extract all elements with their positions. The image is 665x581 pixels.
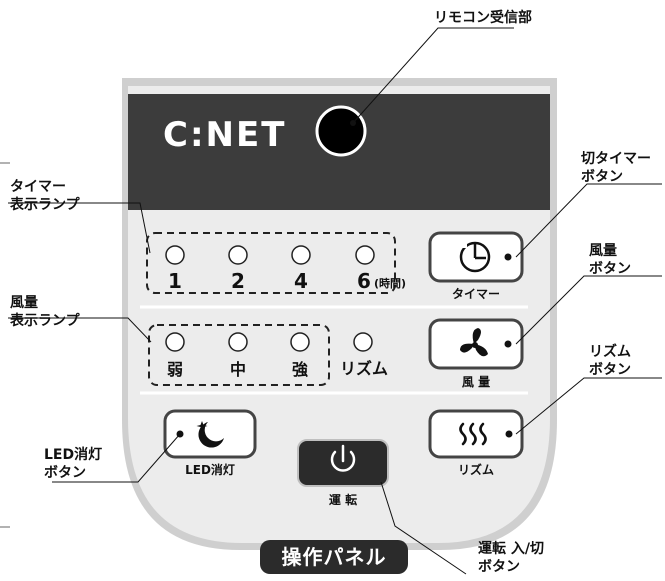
callout-power-button-line1: 運転 入/切 — [478, 541, 544, 557]
wind-lamp-group — [148, 324, 330, 386]
button-dot — [504, 340, 512, 348]
timer-lamp-label-4: 4 — [294, 269, 308, 293]
svg-text:C:NET: C:NET — [163, 115, 286, 155]
remote-receiver-sensor — [315, 105, 367, 157]
timer-lamp-group — [146, 232, 396, 294]
moon-star-icon — [196, 421, 224, 448]
timer-hours-suffix: (時間) — [374, 276, 406, 290]
callout-led-button-line2: ボタン — [44, 465, 86, 481]
callout-timer-lamp: タイマー 表示ランプ — [10, 178, 80, 214]
wind-button-label: 風 量 — [462, 375, 490, 389]
callout-led-button-line1: LED消灯 — [44, 447, 103, 463]
button-dot — [504, 253, 512, 261]
rhythm-button-label: リズム — [458, 462, 494, 477]
callout-power-button: 運転 入/切 ボタン — [478, 540, 544, 576]
led-button-label: LED消灯 — [185, 462, 235, 477]
callout-wind-lamp: 風量 表示ランプ — [10, 294, 80, 330]
power-icon — [330, 444, 356, 472]
callout-rhythm-button-line2: ボタン — [589, 362, 631, 378]
power-button-label: 運 転 — [329, 492, 357, 507]
callout-wind-button: 風量 ボタン — [589, 242, 631, 278]
callout-rhythm-button: リズム ボタン — [589, 343, 631, 379]
leader-dot — [350, 120, 356, 126]
timer-lamp-1 — [165, 245, 185, 265]
wind-lamp-medium — [228, 332, 248, 352]
callout-power-button-line2: ボタン — [478, 559, 520, 575]
leader-lines — [8, 27, 662, 575]
rhythm-button[interactable] — [428, 409, 524, 459]
led-off-button[interactable] — [163, 409, 257, 459]
button-dot — [505, 430, 513, 438]
timer-lamp-label-2: 2 — [231, 269, 245, 293]
callout-timer-lamp-line1: タイマー — [10, 179, 66, 195]
timer-button-label: タイマー — [452, 287, 500, 301]
callout-wind-button-line1: 風量 — [589, 243, 617, 259]
wind-lamp-strong — [290, 332, 310, 352]
timer-lamp-label-1: 1 — [168, 269, 182, 293]
off-timer-button[interactable] — [428, 231, 524, 283]
panel-caption: 操作パネル — [260, 540, 408, 574]
callout-rhythm-button-line1: リズム — [589, 344, 631, 360]
rhythm-lamp — [353, 332, 373, 352]
callout-timer-lamp-line2: 表示ランプ — [10, 197, 80, 213]
wave-rhythm-icon — [459, 422, 487, 446]
timer-lamp-2 — [228, 245, 248, 265]
fan-icon — [460, 328, 488, 357]
wind-lamp-label-medium: 中 — [230, 360, 246, 379]
callout-wind-lamp-line2: 表示ランプ — [10, 313, 80, 329]
callout-off-timer-button-line1: 切タイマー — [581, 151, 651, 167]
rhythm-lamp-label: リズム — [340, 359, 388, 378]
timer-lamp-6 — [355, 245, 375, 265]
callout-wind-button-line2: ボタン — [589, 261, 631, 277]
callout-off-timer-button-line2: ボタン — [581, 169, 623, 185]
callout-wind-lamp-line1: 風量 — [10, 295, 38, 311]
wind-lamp-label-strong: 強 — [292, 360, 308, 379]
timer-lamp-label-6: 6 — [357, 269, 371, 293]
callout-led-button: LED消灯 ボタン — [44, 446, 102, 482]
callout-remote-receiver: リモコン受信部 — [434, 10, 532, 26]
power-button[interactable] — [297, 439, 389, 487]
wind-button[interactable] — [428, 318, 524, 370]
wind-lamp-weak — [165, 332, 185, 352]
timer-clock-icon — [459, 241, 491, 273]
timer-lamp-4 — [291, 245, 311, 265]
callout-off-timer-button: 切タイマー ボタン — [581, 150, 651, 186]
brand-logo: C:NET — [163, 115, 286, 155]
wind-lamp-label-weak: 弱 — [167, 360, 183, 379]
